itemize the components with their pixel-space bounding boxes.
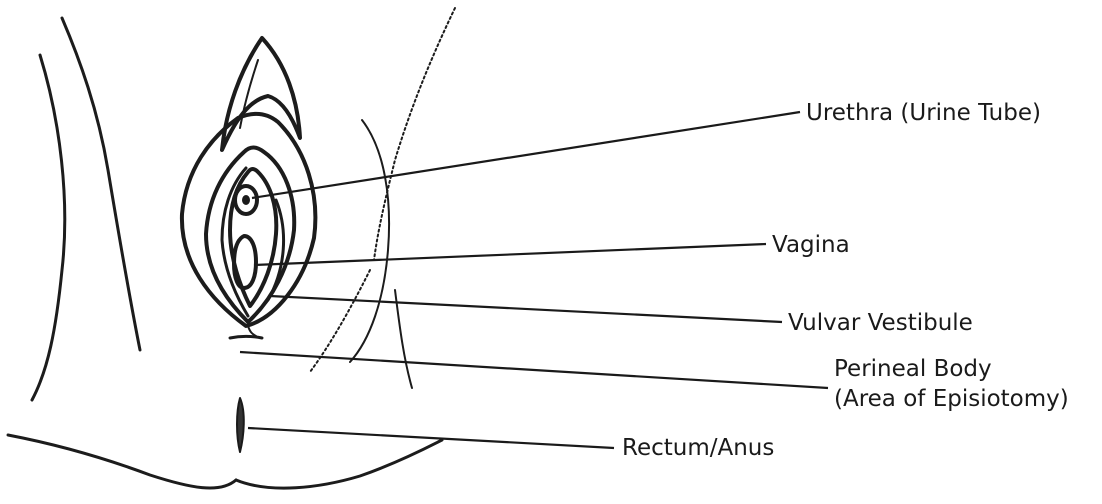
right-buttock-curve bbox=[236, 440, 442, 488]
right-thigh-outline-dotted bbox=[374, 8, 455, 260]
anus-mark bbox=[237, 398, 244, 452]
urethra-leader-line bbox=[252, 112, 800, 198]
vaginal-opening bbox=[234, 236, 256, 288]
right-thigh-lower-curve bbox=[395, 290, 412, 388]
perineal-notch bbox=[248, 326, 256, 336]
right-labia-outer-curve bbox=[350, 120, 389, 362]
vagina-label: Vagina bbox=[772, 230, 850, 260]
rectum-anus-label: Rectum/Anus bbox=[622, 433, 774, 463]
perineal-body-label: Perineal Body (Area of Episiotomy) bbox=[834, 354, 1069, 414]
urethra-label: Urethra (Urine Tube) bbox=[806, 98, 1041, 128]
urethra-opening-inner bbox=[242, 195, 250, 205]
vestibule-label: Vulvar Vestibule bbox=[788, 308, 973, 338]
vestibule-leader-line bbox=[270, 296, 782, 322]
perineal-body-label-line1: Perineal Body bbox=[834, 354, 1069, 384]
left-thigh-outline bbox=[62, 18, 140, 350]
perineal-body-label-line2: (Area of Episiotomy) bbox=[834, 384, 1069, 414]
left-buttock-inner-line bbox=[32, 55, 65, 400]
vagina-leader-line bbox=[254, 244, 766, 265]
perineal-mark bbox=[230, 337, 262, 339]
left-buttock-curve bbox=[8, 435, 236, 488]
perineal-leader-line bbox=[240, 352, 828, 388]
